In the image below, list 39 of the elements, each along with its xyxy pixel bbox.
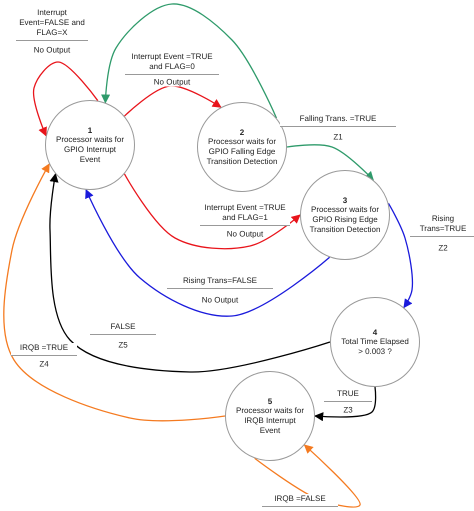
transition-arrow (388, 203, 414, 308)
edge-label: IRQB =TRUE (11, 343, 77, 356)
transition-arrow (49, 173, 330, 373)
transition-arrow (32, 61, 98, 136)
edge-label: IRQB =FALSE (262, 494, 338, 507)
output-label: No Output (152, 78, 192, 86)
transition-arrow (124, 85, 222, 117)
edge-label: TRUE (324, 389, 372, 402)
state-number: 1 (88, 126, 92, 136)
edge-label: Rising Trans=TRUE (410, 214, 474, 237)
output-label: Z5 (117, 340, 129, 350)
transition-arrow (286, 144, 374, 181)
state-number: 2 (240, 128, 244, 138)
edge-label: Falling Trans. =TRUE (280, 114, 396, 127)
output-label: No Output (226, 230, 264, 238)
state-description: Processor waits for IRQB Interrupt Event (234, 406, 306, 436)
output-label: No Output (200, 296, 240, 304)
state-number: 5 (268, 396, 272, 406)
edge-label: Interrupt Event =TRUE and FLAG=0 (125, 52, 219, 75)
output-label: Z1 (332, 132, 344, 142)
edge-label: FALSE (90, 322, 156, 335)
transition-arrow (101, 3, 278, 118)
output-label: No Output (32, 46, 72, 54)
output-label: Z3 (342, 406, 354, 414)
state-description: Processor waits for GPIO Falling Edge Transition Detection (206, 137, 278, 166)
edge-label: Rising Trans=FALSE (167, 276, 273, 289)
edge-label: Interrupt Event=FALSE and FLAG=X (16, 8, 88, 41)
state-description: Total Time Elapsed > 0.003 ? (340, 337, 410, 356)
state-number: 4 (372, 328, 378, 338)
output-label: Z2 (437, 244, 449, 252)
transition-arrow (3, 163, 226, 422)
output-label: Z4 (38, 360, 50, 368)
edge-label: Interrupt Event =TRUE and FLAG=1 (200, 203, 290, 226)
transition-arrow (85, 189, 330, 317)
transition-arrow (314, 386, 376, 422)
state-description: Processor waits for GPIO Interrupt Event (54, 135, 126, 164)
transition-arrow (124, 174, 301, 250)
state-number: 3 (342, 196, 348, 206)
state-description: Processor waits for GPIO Rising Edge Transition Detection (309, 205, 381, 234)
